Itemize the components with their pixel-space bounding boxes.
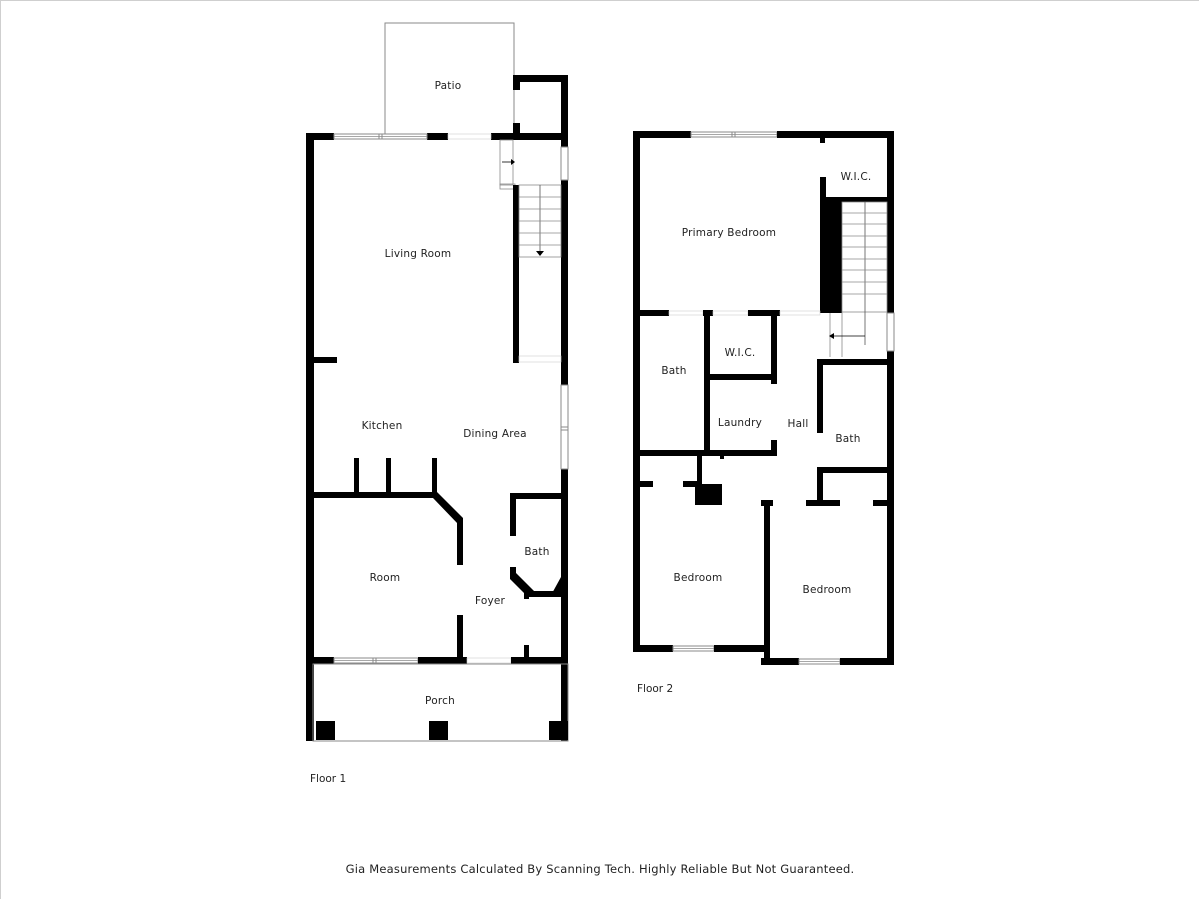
measurement-disclaimer: Gia Measurements Calculated By Scanning … <box>345 862 855 876</box>
porch-column <box>316 721 335 740</box>
room-label-hall: Hall <box>787 418 809 430</box>
floor-1-plan <box>306 22 569 742</box>
room-label-foyer: Foyer <box>474 595 506 607</box>
stairs <box>513 184 562 363</box>
wall <box>306 133 314 741</box>
porch-outline <box>312 663 569 742</box>
room-label-bath-right: Bath <box>835 433 861 445</box>
room-label-laundry: Laundry <box>717 417 763 429</box>
room-label-bath-left: Bath <box>661 365 687 377</box>
stairs <box>829 201 888 357</box>
window <box>333 133 428 140</box>
floor-2-label: Floor 2 <box>637 683 674 695</box>
porch-column <box>429 721 448 740</box>
porch-column <box>549 721 568 740</box>
floor-1-label: Floor 1 <box>310 773 347 785</box>
room-label-living-room: Living Room <box>384 248 452 260</box>
room-label-bedroom-right: Bedroom <box>802 584 852 596</box>
room-label-primary-bedroom: Primary Bedroom <box>681 227 777 239</box>
room-label-bath: Bath <box>524 546 550 558</box>
room-label-wic-hall: W.I.C. <box>724 347 756 359</box>
room-label-wic-primary: W.I.C. <box>840 171 872 183</box>
room-label-dining-area: Dining Area <box>463 428 527 440</box>
room-label-bedroom-left: Bedroom <box>673 572 723 584</box>
window <box>560 384 569 470</box>
room-label-porch: Porch <box>425 695 455 707</box>
room-label-kitchen: Kitchen <box>361 420 403 432</box>
window <box>333 657 419 664</box>
window <box>690 131 778 138</box>
floor-2-plan <box>633 131 895 665</box>
room-label-patio: Patio <box>434 80 462 92</box>
room-label-room: Room <box>369 572 401 584</box>
patio-outline <box>384 22 515 136</box>
